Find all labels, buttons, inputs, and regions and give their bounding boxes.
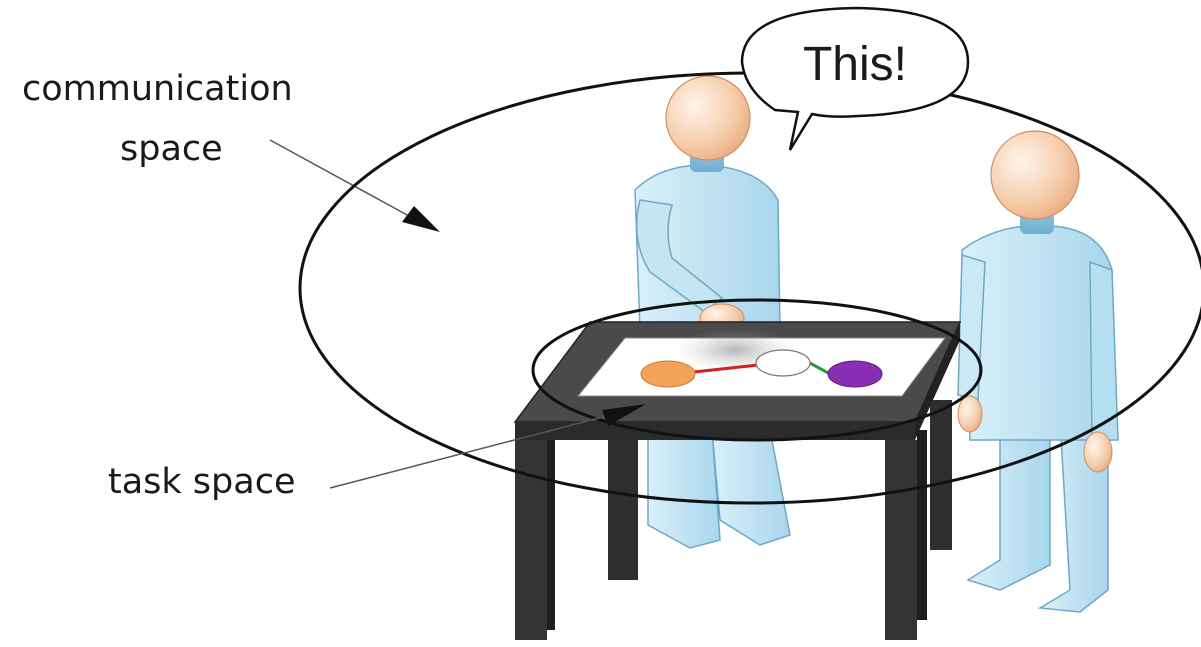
task-arrow-head — [602, 404, 646, 426]
communication-arrow-head — [402, 206, 440, 232]
person-standing-icon — [957, 130, 1119, 613]
tabletop-display-icon — [513, 321, 962, 640]
orange-node — [640, 360, 696, 388]
task-space-label: task space — [108, 462, 295, 502]
communication-space-label-line1: communication — [22, 69, 293, 109]
task-space-ellipse — [531, 298, 983, 442]
task-arrow-line — [329, 411, 623, 489]
red-edge — [693, 363, 759, 374]
white-node — [755, 349, 811, 377]
purple-node — [827, 360, 883, 388]
communication-arrow-line — [269, 139, 421, 223]
communication-space-label-line2: space — [120, 129, 223, 169]
speech-bubble-text: This! — [803, 38, 907, 91]
speech-bubble: This! — [740, 6, 970, 151]
green-edge — [807, 360, 831, 376]
person-pointing-icon — [634, 75, 791, 549]
